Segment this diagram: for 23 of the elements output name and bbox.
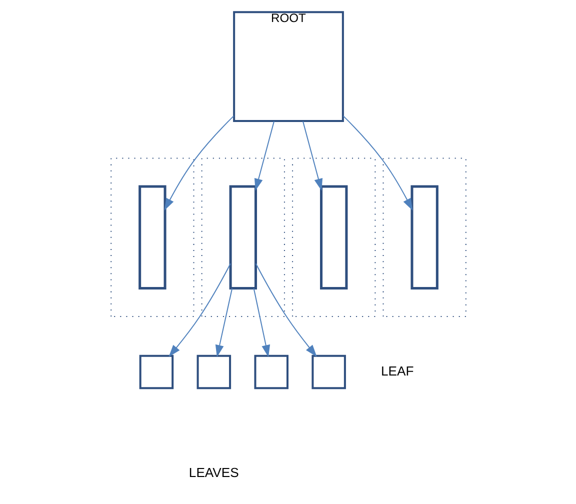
cluster bbox=[292, 158, 376, 318]
arrow bbox=[342, 116, 412, 211]
cluster bbox=[200, 158, 284, 318]
arrow bbox=[164, 116, 234, 211]
node-box: ROOT bbox=[232, 11, 344, 122]
arrow bbox=[254, 121, 274, 191]
arrow bbox=[302, 121, 322, 191]
node-box bbox=[311, 354, 346, 390]
node-box bbox=[138, 354, 174, 390]
cluster bbox=[110, 158, 194, 318]
node-box bbox=[196, 354, 231, 390]
node-box bbox=[410, 185, 438, 290]
arrow bbox=[252, 288, 270, 358]
arrow bbox=[214, 288, 232, 358]
cluster bbox=[382, 158, 466, 318]
arrow bbox=[168, 263, 230, 357]
node-box bbox=[320, 185, 348, 290]
node-box bbox=[254, 354, 288, 390]
node-box bbox=[138, 185, 166, 290]
node-box bbox=[228, 185, 256, 290]
label: LEAVES bbox=[188, 465, 238, 480]
arrow bbox=[254, 263, 316, 357]
label: LEAF bbox=[380, 363, 414, 378]
